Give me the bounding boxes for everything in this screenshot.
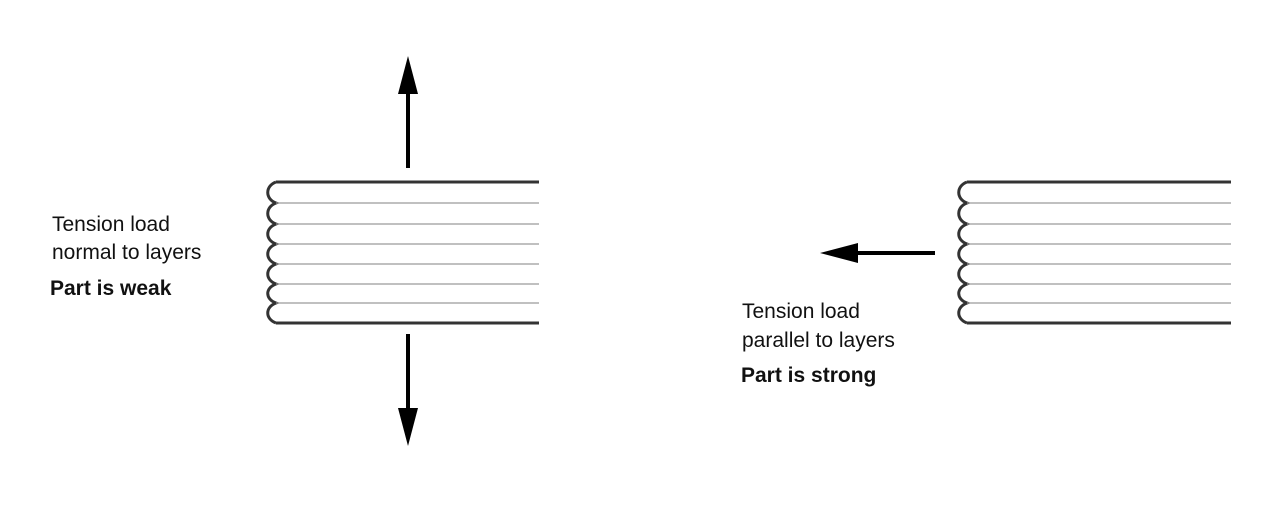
right-layered-part <box>957 180 1231 325</box>
right-label-line2: parallel to layers <box>742 329 895 352</box>
down-arrow-head <box>398 408 418 446</box>
left-arrow-head <box>820 243 858 263</box>
right-part-scalloped-edge <box>957 180 972 325</box>
left-label-line1: Tension load <box>52 213 170 236</box>
left-layered-part <box>266 180 539 325</box>
left-pointing-arrow <box>820 243 935 263</box>
left-verdict: Part is weak <box>50 277 172 300</box>
right-verdict: Part is strong <box>741 364 877 387</box>
down-arrow <box>398 334 418 446</box>
up-arrow <box>398 56 418 168</box>
right-label-line1: Tension load <box>742 300 860 323</box>
left-label-line2: normal to layers <box>52 241 202 264</box>
left-part-scalloped-edge <box>266 180 281 325</box>
up-arrow-head <box>398 56 418 94</box>
